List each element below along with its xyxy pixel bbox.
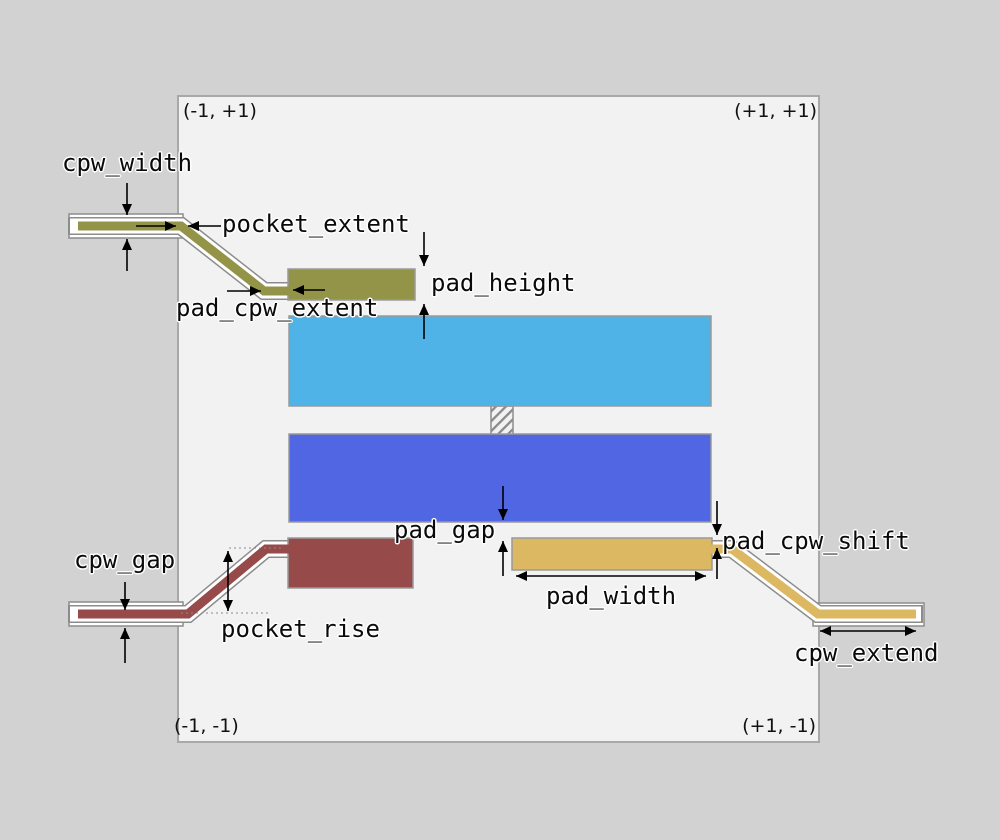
label-cpw-extend: cpw_extend xyxy=(794,639,939,667)
connection-pad-bottom-right xyxy=(511,537,713,571)
cpw-trace-bottom-left xyxy=(78,544,293,619)
corner-label-top-left: (-1, +1) xyxy=(183,100,257,122)
label-pad-cpw-shift: pad_cpw_shift xyxy=(722,527,910,555)
qubit-pad-upper xyxy=(288,315,712,407)
label-cpw-width: cpw_width xyxy=(62,149,193,177)
label-cpw-gap: cpw_gap xyxy=(74,546,176,574)
label-pad-gap: pad_gap xyxy=(394,516,496,544)
label-pocket-rise: pocket_rise xyxy=(221,615,380,643)
qubit-pad-lower xyxy=(288,433,712,523)
corner-label-bottom-right: (+1, -1) xyxy=(742,715,816,737)
josephson-junction-icon xyxy=(490,405,514,436)
dimension-arrows xyxy=(120,183,916,663)
corner-label-bottom-left: (-1, -1) xyxy=(174,715,239,737)
connection-pad-bottom-left xyxy=(287,537,414,589)
label-pocket-extent: pocket_extent xyxy=(222,210,410,238)
label-pad-height: pad_height xyxy=(431,269,576,297)
label-pad-width: pad_width xyxy=(546,582,677,610)
cpw-trace-top-left xyxy=(78,221,293,296)
connection-pad-top-left xyxy=(287,268,416,301)
label-pad-cpw-extent: pad_cpw_extent xyxy=(176,294,379,322)
corner-label-top-right: (+1, +1) xyxy=(734,100,817,122)
pocket-rise-guides xyxy=(181,547,282,614)
